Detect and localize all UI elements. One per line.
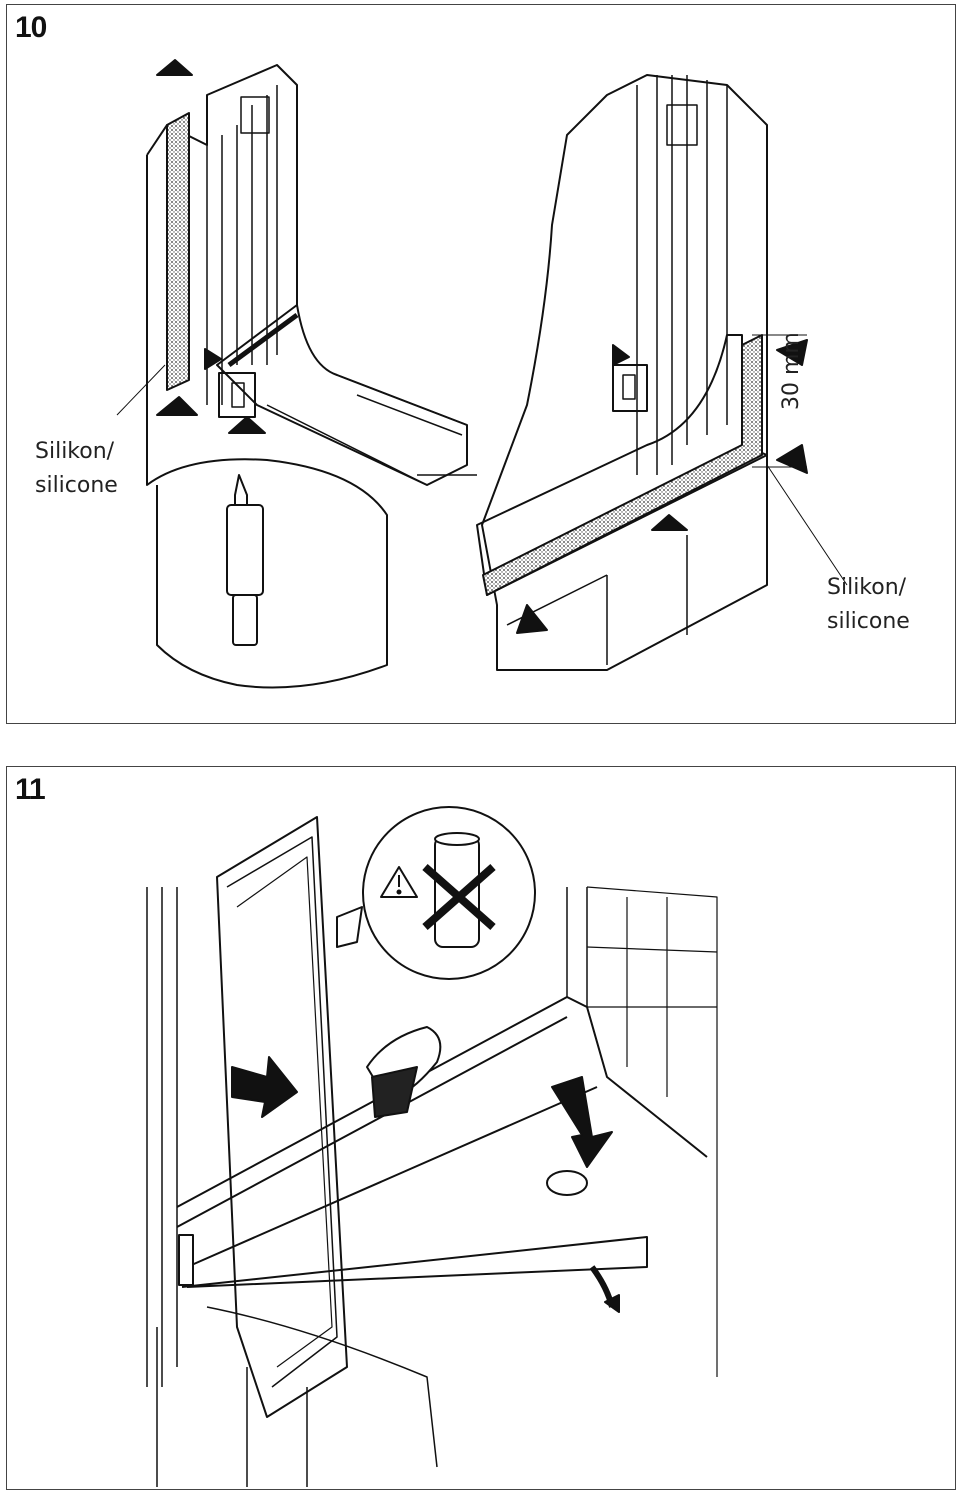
silicone-bead-vertical	[166, 112, 190, 391]
silicone-bead-right	[482, 334, 763, 596]
hand-icon	[336, 906, 363, 948]
silicone-label-left-line2: silicone	[35, 473, 118, 498]
arrow-icon	[231, 1056, 298, 1118]
silicone-label-right-line1: Silikon/	[827, 575, 907, 600]
door-panel	[216, 816, 348, 1418]
step-10-panel: 10	[6, 4, 956, 724]
wall-profile	[146, 887, 178, 1387]
silicone-label-right-line2: silicone	[827, 609, 910, 634]
silicone-label-left-line1: Silikon/	[35, 439, 115, 464]
right-wall-outline	[481, 74, 768, 671]
prohibited-cross-icon	[422, 864, 496, 930]
left-wall-outline	[146, 155, 388, 689]
silicone-cartridge-icon	[226, 474, 264, 646]
arrow-icon	[551, 1076, 613, 1168]
step-11-panel: 11	[6, 766, 956, 1490]
step-11-illustration	[146, 806, 718, 1487]
step-number: 11	[15, 773, 46, 806]
end-cap	[218, 372, 256, 418]
end-cap-right	[612, 364, 648, 412]
arrow-icon	[156, 59, 193, 76]
gap-measurement: 30 mm	[779, 332, 804, 410]
step-number: 10	[15, 11, 47, 44]
drain	[546, 1170, 588, 1196]
tiles	[586, 886, 718, 1377]
hand-wipe-icon	[366, 1026, 442, 1118]
bottom-profile	[181, 1236, 648, 1288]
step-10-illustration	[116, 59, 848, 689]
